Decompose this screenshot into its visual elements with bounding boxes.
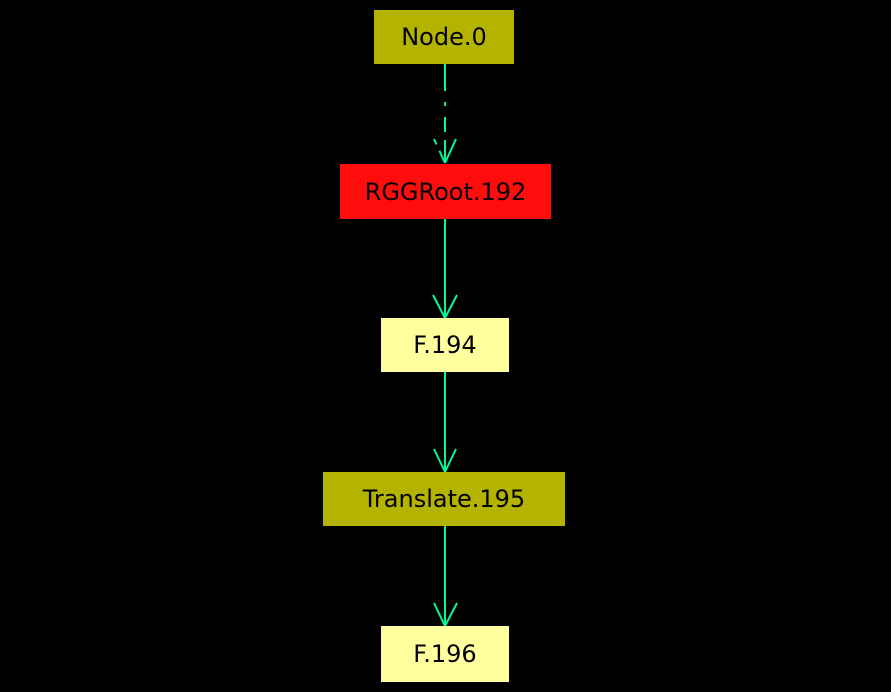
graph-node-label: Translate.195 xyxy=(362,485,526,513)
edge-translate195-to-f196 xyxy=(433,526,458,627)
graph-node-rggroot192[interactable]: RGGRoot.192 xyxy=(340,164,551,219)
graph-node-label: RGGRoot.192 xyxy=(364,177,527,206)
graph-node-label: Node.0 xyxy=(401,23,487,51)
edge-f194-to-translate195 xyxy=(433,372,457,473)
graph-node-translate195[interactable]: Translate.195 xyxy=(323,472,565,526)
graph-node-label: F.196 xyxy=(413,640,477,668)
graph-node-label: F.194 xyxy=(413,331,477,359)
graph-node-f194[interactable]: F.194 xyxy=(381,318,509,372)
edge-node0-to-rggroot192 xyxy=(433,64,457,164)
edge-rggroot192-to-f194 xyxy=(432,219,458,319)
graph-node-node0[interactable]: Node.0 xyxy=(374,10,514,64)
graph-node-f196[interactable]: F.196 xyxy=(381,626,509,682)
